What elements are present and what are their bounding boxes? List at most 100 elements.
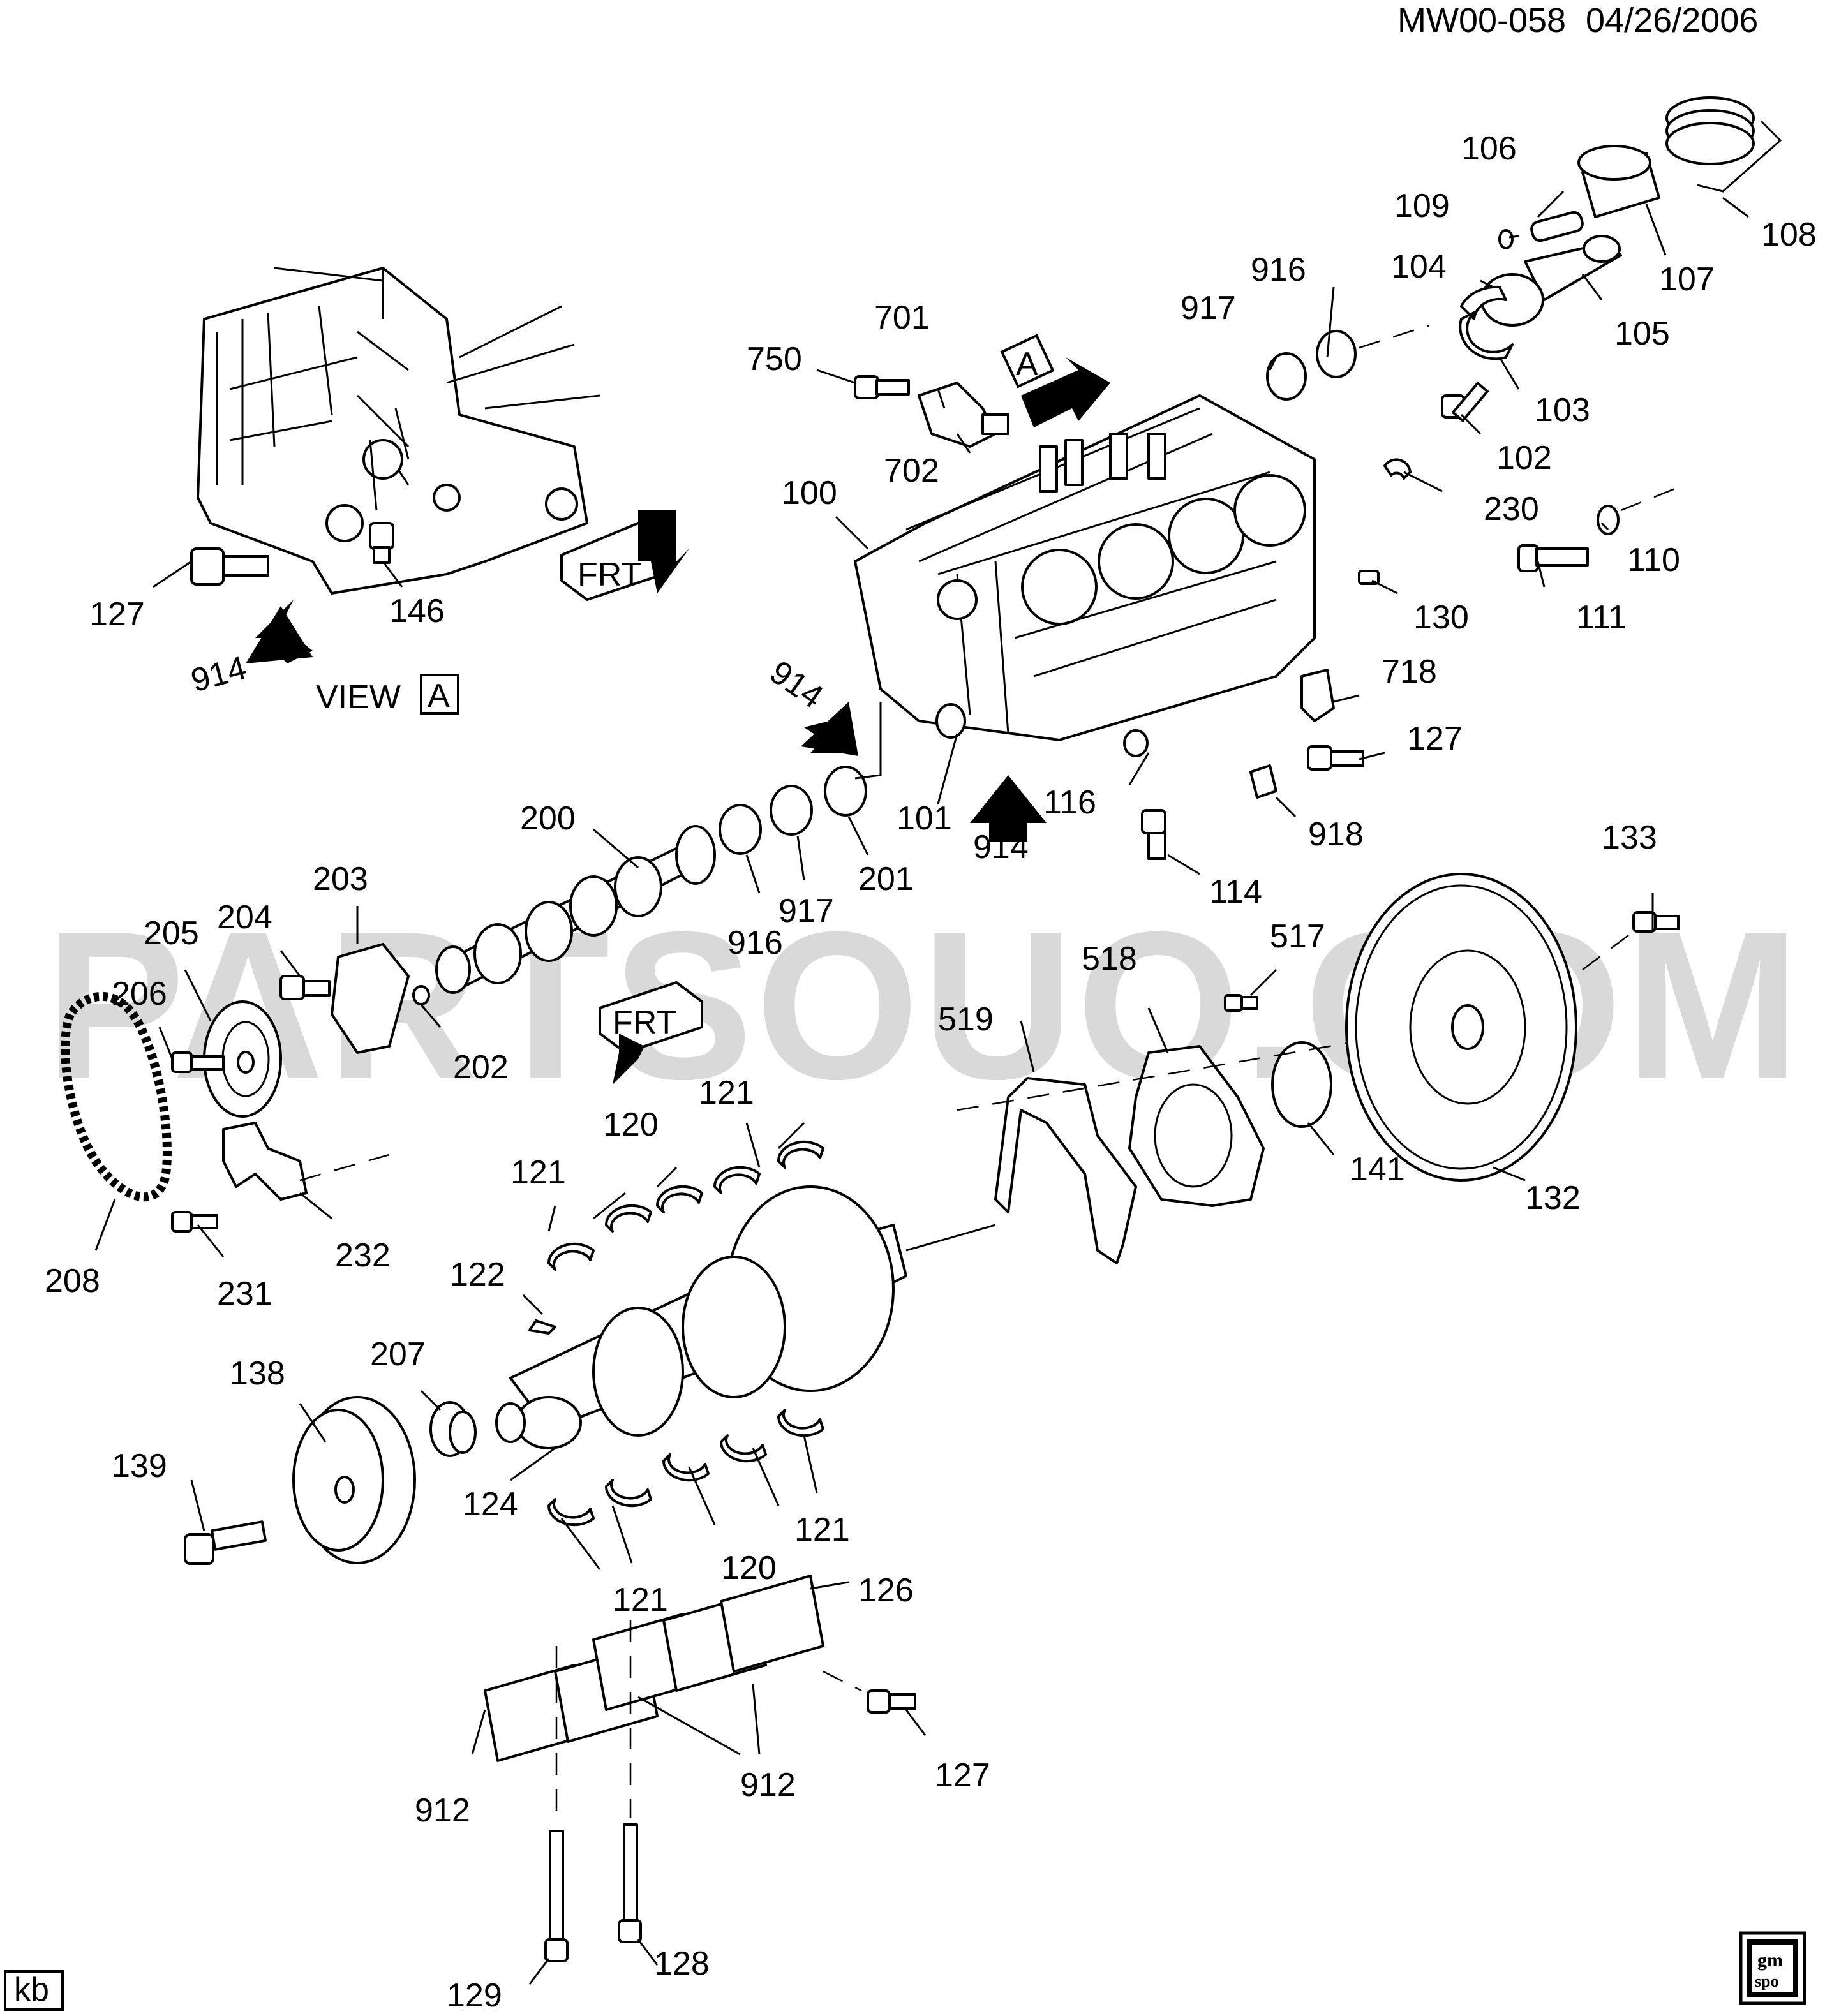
main-caps bbox=[484, 1575, 824, 1762]
callout-917-lower: 917 bbox=[778, 893, 834, 930]
callout-129: 129 bbox=[447, 1977, 502, 2014]
callout-200: 200 bbox=[520, 800, 576, 837]
callout-127-caps: 127 bbox=[935, 1757, 990, 1794]
callout-201: 201 bbox=[858, 861, 914, 898]
tensioner-232 bbox=[222, 1122, 308, 1201]
svg-text:FRT: FRT bbox=[613, 1004, 676, 1041]
callout-517: 517 bbox=[1270, 918, 1325, 955]
callout-126: 126 bbox=[858, 1572, 914, 1609]
view-box bbox=[420, 674, 459, 715]
bolt-129 bbox=[544, 1830, 569, 1962]
callout-103: 103 bbox=[1535, 392, 1590, 429]
callout-100: 100 bbox=[782, 475, 837, 512]
bolt-204 bbox=[279, 975, 331, 1000]
seal-141 bbox=[1271, 1041, 1332, 1128]
sensor-718 bbox=[1300, 669, 1335, 722]
sensor-701 bbox=[918, 382, 1009, 448]
callout-127-view: 127 bbox=[89, 596, 145, 633]
main-bearings-lower bbox=[547, 1409, 824, 1527]
callout-718: 718 bbox=[1382, 653, 1437, 690]
callout-208: 208 bbox=[45, 1263, 100, 1300]
diagram-id: MW00-058 bbox=[1397, 1, 1566, 40]
callout-132: 132 bbox=[1525, 1180, 1581, 1217]
callout-120-b: 120 bbox=[721, 1550, 777, 1587]
crank-sprocket-207 bbox=[429, 1401, 477, 1457]
connecting-rod-105 bbox=[1480, 235, 1622, 327]
seal-110 bbox=[1597, 505, 1620, 535]
bolt-139 bbox=[184, 1520, 267, 1565]
callout-121-b: 121 bbox=[699, 1074, 754, 1111]
piston-rings-108 bbox=[1665, 96, 1755, 165]
callout-138: 138 bbox=[230, 1355, 285, 1392]
callout-207: 207 bbox=[370, 1336, 426, 1373]
callout-109: 109 bbox=[1394, 188, 1450, 225]
callout-110: 110 bbox=[1627, 542, 1680, 579]
callout-914-block: 914 bbox=[763, 654, 830, 716]
callout-121-d: 121 bbox=[613, 1582, 668, 1619]
callout-121-a: 121 bbox=[510, 1154, 566, 1191]
svg-text:spo: spo bbox=[1755, 1972, 1779, 1990]
callout-231: 231 bbox=[217, 1275, 272, 1312]
callout-133: 133 bbox=[1602, 819, 1657, 856]
callout-101: 101 bbox=[897, 800, 952, 837]
bolt-133 bbox=[1632, 911, 1680, 933]
svg-text:gm: gm bbox=[1757, 1950, 1783, 1971]
bearing-230 bbox=[1383, 458, 1412, 480]
callout-114: 114 bbox=[1209, 873, 1262, 910]
callout-205: 205 bbox=[144, 915, 199, 952]
bearing-916-upper bbox=[1316, 330, 1357, 378]
arrow-914-bottom bbox=[970, 775, 1047, 842]
piston-107 bbox=[1577, 145, 1660, 218]
callout-206: 206 bbox=[112, 975, 167, 1012]
svg-text:A: A bbox=[1016, 346, 1038, 383]
callout-202: 202 bbox=[453, 1049, 509, 1086]
key-122 bbox=[528, 1319, 556, 1335]
callout-128: 128 bbox=[654, 1945, 710, 1982]
callout-labels: 106 109 108 107 104 105 916 917 103 102 … bbox=[45, 130, 1817, 2014]
callout-139: 139 bbox=[112, 1448, 167, 1485]
artist-initials-box bbox=[4, 1970, 64, 2011]
gm-spo-logo: gm spo bbox=[1739, 1931, 1806, 2005]
callout-111: 111 bbox=[1576, 599, 1627, 636]
callout-141: 141 bbox=[1350, 1151, 1405, 1188]
callout-918: 918 bbox=[1308, 816, 1364, 853]
bearing-917-upper bbox=[1266, 352, 1307, 401]
view-box-letter: A bbox=[428, 678, 450, 715]
callout-232: 232 bbox=[335, 1237, 391, 1274]
bolt-231 bbox=[171, 1211, 218, 1233]
callout-146: 146 bbox=[389, 593, 445, 630]
callout-108: 108 bbox=[1761, 216, 1817, 253]
seal-101 bbox=[935, 703, 966, 739]
callout-124: 124 bbox=[463, 1486, 518, 1523]
callout-121-c: 121 bbox=[794, 1511, 850, 1548]
callout-230: 230 bbox=[1484, 491, 1539, 528]
artist-initials: kb bbox=[14, 1971, 49, 2008]
callout-912-a: 912 bbox=[415, 1792, 470, 1829]
callout-912-b: 912 bbox=[740, 1767, 796, 1804]
leader-lines bbox=[94, 190, 1749, 1985]
callout-102: 102 bbox=[1496, 440, 1552, 477]
dowel-202 bbox=[412, 985, 430, 1005]
front-marker-view: FRT bbox=[560, 510, 689, 601]
plug-116 bbox=[1123, 729, 1149, 757]
callout-917-upper: 917 bbox=[1181, 290, 1236, 327]
timing-chain-208 bbox=[61, 992, 172, 1202]
engine-block bbox=[854, 394, 1316, 741]
balancer-138 bbox=[292, 1396, 416, 1564]
retainer-plate-203 bbox=[331, 943, 410, 1054]
callout-750: 750 bbox=[747, 341, 802, 378]
callout-916-lower: 916 bbox=[727, 924, 783, 961]
pin-clip-109 bbox=[1498, 229, 1514, 249]
callout-105: 105 bbox=[1614, 315, 1670, 352]
flexplate-132 bbox=[1345, 873, 1577, 1182]
callout-116: 116 bbox=[1043, 784, 1096, 821]
svg-text:FRT: FRT bbox=[577, 556, 641, 593]
rod-cap-103 bbox=[1459, 311, 1514, 360]
callout-204: 204 bbox=[217, 899, 272, 936]
callout-702: 702 bbox=[884, 452, 939, 489]
plug-111 bbox=[1517, 544, 1589, 572]
bolt-206 bbox=[171, 1051, 225, 1073]
callout-519: 519 bbox=[938, 1001, 994, 1038]
callout-120-a: 120 bbox=[603, 1106, 659, 1143]
callout-107: 107 bbox=[1659, 261, 1715, 298]
